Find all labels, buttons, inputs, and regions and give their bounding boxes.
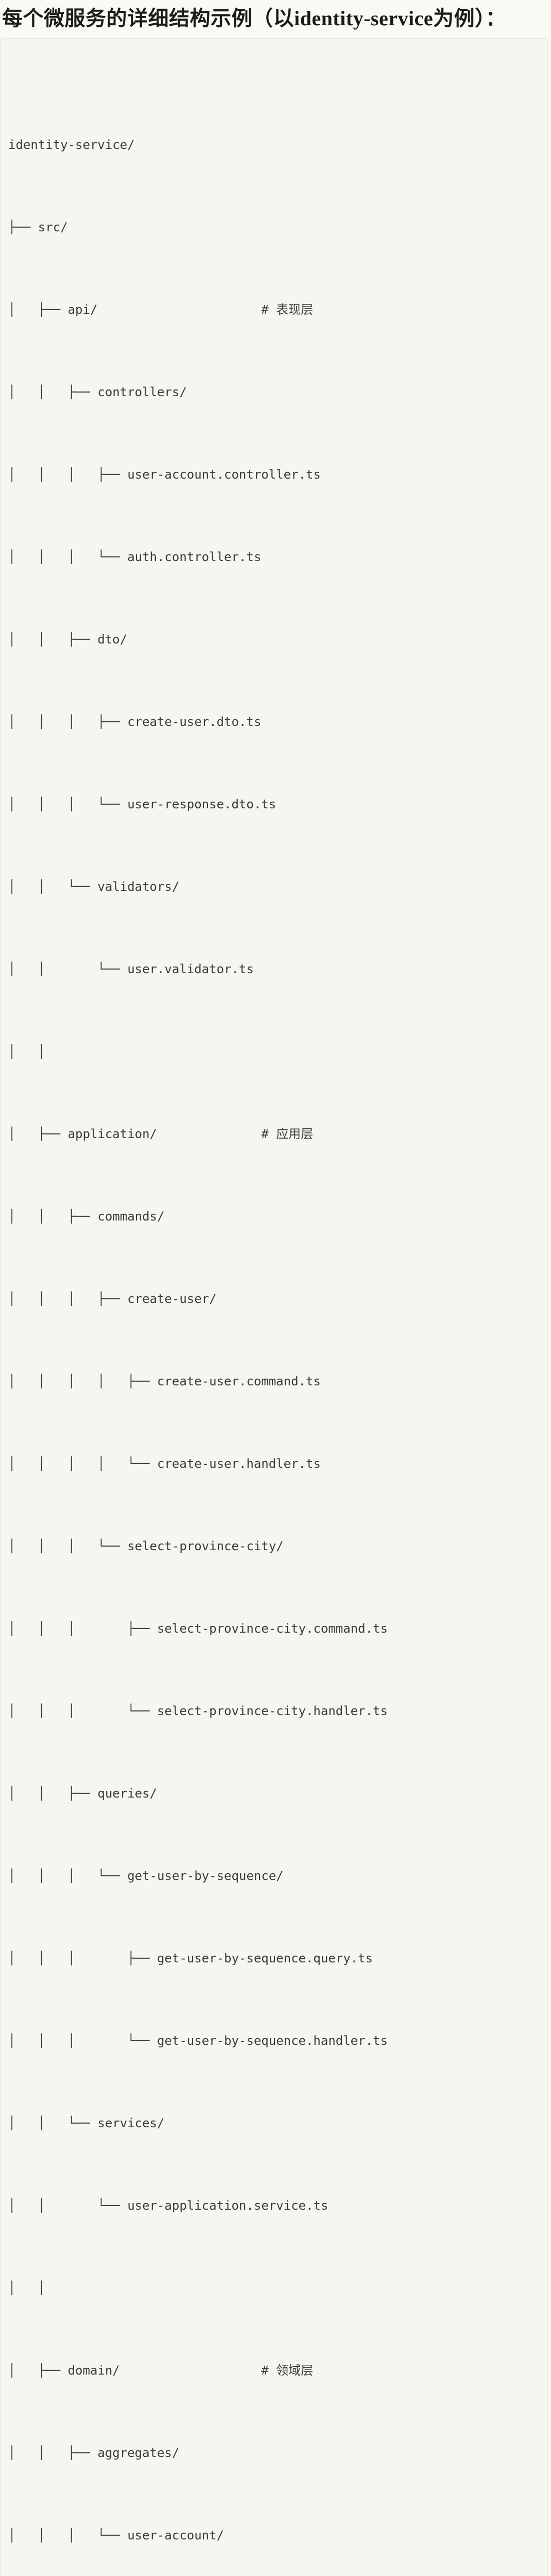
tree-line: │ │ [8,1044,46,1059]
tree-line: │ │ [8,2281,46,2295]
tree-line: │ │ │ ├── create-user.dto.ts [8,715,262,729]
page-title: 每个微服务的详细结构示例（以identity-service为例）： [2,7,507,30]
tree-line: │ │ ├── aggregates/ [8,2446,180,2460]
tree-line: │ ├── api/ # 表现层 [8,302,314,317]
tree-line: │ │ │ └── user-account/ [8,2528,225,2543]
tree-line: │ ├── domain/ # 领域层 [8,2363,314,2378]
tree-line: │ │ │ ├── select-province-city.command.t… [8,1621,388,1636]
tree-line: │ │ │ └── select-province-city.handler.t… [8,1704,388,1718]
tree-line: │ │ │ ├── get-user-by-sequence.query.ts [8,1951,373,1965]
tree-line: │ │ │ └── get-user-by-sequence/ [8,1869,284,1883]
tree-line: │ │ ├── commands/ [8,1209,165,1224]
tree-line: │ │ └── validators/ [8,879,180,894]
tree-line: │ │ │ ├── create-user/ [8,1292,217,1306]
directory-tree: identity-service/ ├── src/ │ ├── api/ # … [8,52,540,2576]
tree-line: │ │ ├── dto/ [8,632,128,647]
tree-line: │ │ │ └── select-province-city/ [8,1539,284,1553]
tree-line: │ │ │ └── auth.controller.ts [8,550,262,564]
tree-line: ├── src/ [8,220,68,234]
tree-line: │ │ │ └── user-response.dto.ts [8,797,277,811]
tree-line: │ │ │ │ └── create-user.handler.ts [8,1456,321,1471]
tree-line: │ │ │ └── get-user-by-sequence.handler.t… [8,2033,388,2048]
directory-tree-code-block: identity-service/ ├── src/ │ ├── api/ # … [0,38,548,2576]
tree-line: │ ├── application/ # 应用层 [8,1127,314,1141]
tree-line: │ │ ├── controllers/ [8,385,187,399]
tree-line: │ │ └── services/ [8,2116,165,2130]
tree-line: │ │ ├── queries/ [8,1786,157,1801]
tree-line: │ │ └── user.validator.ts [8,962,254,976]
tree-line: │ │ └── user-application.service.ts [8,2198,329,2213]
tree-line: │ │ │ │ ├── create-user.command.ts [8,1374,321,1388]
tree-line: │ │ │ ├── user-account.controller.ts [8,467,321,482]
tree-line: identity-service/ [8,138,135,152]
